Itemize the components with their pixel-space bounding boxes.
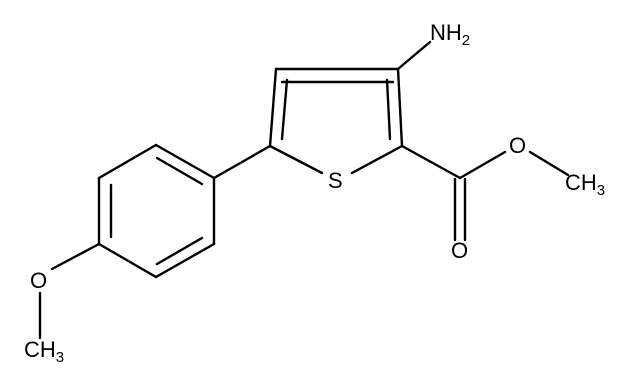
carbonyl-oxygen-label: O	[451, 238, 468, 263]
ester-methyl-label: CH3	[565, 170, 605, 199]
ester-oxygen-label: O	[509, 133, 526, 158]
bond-c2-c3	[396, 67, 404, 148]
bond-s-c2	[350, 144, 404, 175]
thiophene-ring	[268, 67, 404, 175]
bond-c4-c5-inner	[280, 78, 289, 141]
amino-label: NH2	[430, 20, 470, 49]
amino-subscript: 2	[462, 32, 470, 49]
bond-c4-c5	[268, 67, 278, 148]
ether-methyl-label: CH3	[24, 337, 64, 366]
bond-ar5-ar6	[154, 242, 216, 279]
amino-main: NH	[430, 20, 462, 45]
ether-methyl-subscript: 3	[56, 349, 64, 366]
bond-c2-c3-inner	[385, 78, 392, 141]
bond-c2-carbonyl	[400, 144, 462, 180]
ester-methyl-subscript: 3	[597, 182, 605, 199]
ester-methyl-main: CH	[565, 170, 597, 195]
bond-ar1-ar2-inner	[155, 156, 204, 186]
methyl-ester-group	[400, 144, 570, 242]
bond-ar4-ar5	[97, 242, 158, 279]
bond-ar5-ar6-inner	[155, 236, 204, 266]
bond-ar1-ar2	[154, 143, 216, 180]
bond-carbonyl-o-ester	[458, 150, 507, 180]
bond-c5-s	[268, 144, 324, 175]
ether-methyl-main: CH	[24, 337, 56, 362]
bond-ar2-ar3	[97, 143, 158, 180]
bond-c5-phenyl	[212, 144, 272, 180]
bond-ar4-o-ether	[50, 242, 101, 271]
sulfur-label: S	[328, 168, 343, 193]
benzene-ring	[97, 143, 216, 279]
bond-o-ester-methyl	[528, 150, 570, 177]
bond-c3-nh2	[396, 40, 432, 71]
ether-oxygen-label: O	[30, 268, 47, 293]
